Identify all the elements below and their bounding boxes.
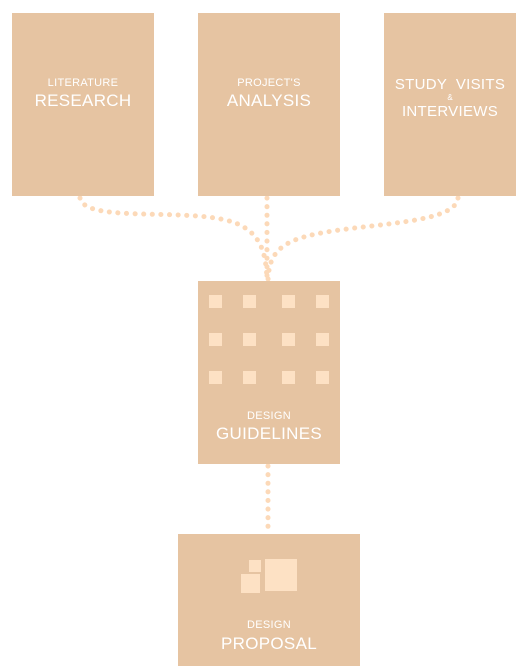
ampersand-label: & xyxy=(447,93,453,102)
grid-square-icon xyxy=(282,371,295,384)
projects-analysis-box: PROJECT'S ANALYSIS xyxy=(198,13,340,196)
grid-square-icon xyxy=(316,295,329,308)
projects-label: PROJECT'S xyxy=(237,77,301,89)
grid-square-icon xyxy=(243,295,256,308)
grid-square-icon xyxy=(316,371,329,384)
connector-visits-to-guidelines xyxy=(265,195,461,283)
grid-square-icon xyxy=(316,333,329,346)
grid-square-icon xyxy=(243,371,256,384)
design-label: DESIGN xyxy=(247,410,291,422)
proposal-document-icon xyxy=(265,559,297,591)
grid-square-icon xyxy=(282,295,295,308)
research-label: RESEARCH xyxy=(34,91,132,110)
interviews-label: INTERVIEWS xyxy=(401,103,499,120)
connector-literature-to-guidelines xyxy=(77,195,270,283)
grid-square-icon xyxy=(209,295,222,308)
grid-square-icon xyxy=(209,371,222,384)
design-label: DESIGN xyxy=(247,619,291,631)
proposal-medium-square-icon xyxy=(241,574,260,593)
grid-square-icon xyxy=(243,333,256,346)
grid-square-icon xyxy=(282,333,295,346)
design-proposal-box: DESIGN PROPOSAL xyxy=(178,534,360,666)
proposal-small-square-icon xyxy=(249,560,261,572)
proposal-label: PROPOSAL xyxy=(221,634,317,653)
literature-research-box: LITERATURE RESEARCH xyxy=(12,13,154,196)
analysis-label: ANALYSIS xyxy=(226,91,312,110)
design-guidelines-box: DESIGN GUIDELINES xyxy=(198,281,340,464)
study-visits-interviews-box: STUDY VISITS & INTERVIEWS xyxy=(384,13,516,196)
literature-label: LITERATURE xyxy=(47,77,119,89)
study-visits-label: STUDY VISITS xyxy=(394,76,506,93)
guidelines-label: GUIDELINES xyxy=(216,424,322,443)
grid-square-icon xyxy=(209,333,222,346)
